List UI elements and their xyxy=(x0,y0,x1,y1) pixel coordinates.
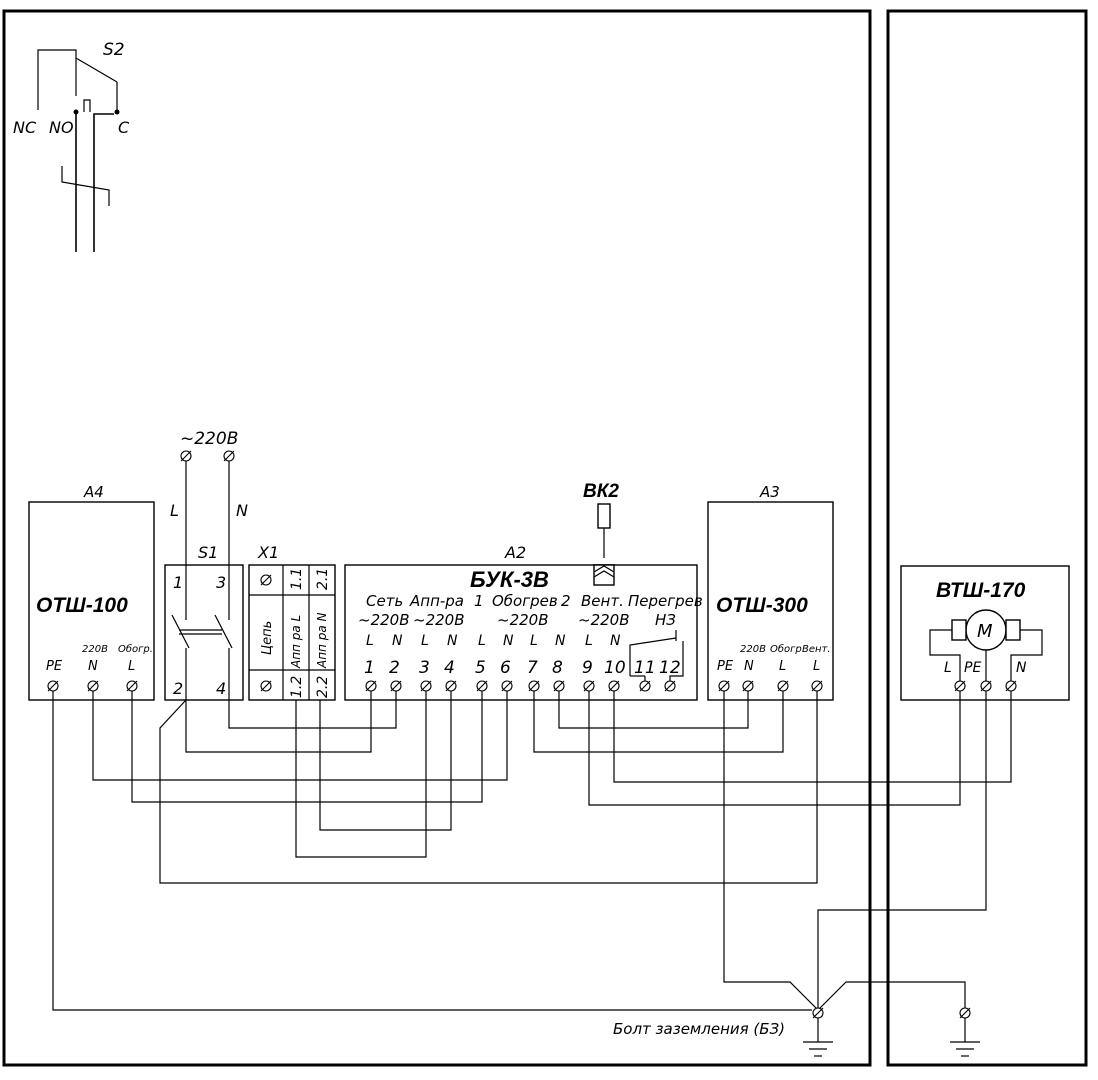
supply-l-label: L xyxy=(170,501,179,520)
a2-voltage-heat: ~220В xyxy=(497,611,549,629)
a2-ln-1: L xyxy=(366,633,374,649)
a2-term-4: 4 xyxy=(444,658,455,678)
s1-pin-2: 2 xyxy=(173,679,183,698)
a3-header-voltage: 220В xyxy=(740,644,766,655)
a2-ln-4: N xyxy=(447,633,458,649)
ground-label: Болт заземления (БЗ) xyxy=(613,1020,785,1038)
ground-bolt: Болт заземления (БЗ) xyxy=(613,1007,833,1057)
a2-term-2: 2 xyxy=(389,658,400,678)
s1-pin-3: 3 xyxy=(216,573,226,592)
a2-group-net: Сеть xyxy=(366,592,403,610)
a2-term-5: 5 xyxy=(475,658,486,678)
x1-cell-1-2: 1.2 xyxy=(289,676,305,698)
supply-n-label: N xyxy=(236,501,248,520)
x1-cell-2-2: 2.2 xyxy=(315,676,331,698)
fan-term-n: N xyxy=(1016,660,1027,676)
a4-header-heat: Обогр. xyxy=(118,643,153,655)
a2-ln-10: N xyxy=(610,633,621,649)
s1-ref: S1 xyxy=(198,543,218,562)
x1-cell-1-1: 1.1 xyxy=(289,568,305,590)
a4-header-voltage: 220В xyxy=(82,644,108,655)
supply-voltage: ~220В xyxy=(180,429,238,449)
x1-cell-2-1: 2.1 xyxy=(315,568,331,590)
fan-cabinet-frame xyxy=(886,9,1088,1067)
a2-term-6: 6 xyxy=(500,658,511,678)
a2-ln-5: L xyxy=(478,633,486,649)
a2-term-10: 10 xyxy=(604,658,626,678)
fan-term-l: L xyxy=(944,660,952,676)
a4-term-l: L xyxy=(128,659,135,674)
a4-name: ОТШ-100 xyxy=(36,594,128,617)
a3-header-heat: Обогр. xyxy=(770,643,805,655)
block-a4: А4 ОТШ-100 220В Обогр. PE N L xyxy=(28,483,155,701)
a3-term-pe: PE xyxy=(717,659,734,674)
a2-group-2: 2 xyxy=(561,592,571,610)
x1-cell-app-l: Апп ра L xyxy=(289,615,303,669)
a2-ln-8: N xyxy=(555,633,566,649)
a4-term-pe: PE xyxy=(46,659,63,674)
a3-term-n: N xyxy=(744,659,754,674)
a2-group-heat: Обогрев xyxy=(492,592,558,610)
x1-ref: X1 xyxy=(257,543,279,562)
s2-no-label: NO xyxy=(49,118,74,137)
block-fan: ВТШ-170 M L PE N xyxy=(900,565,1070,701)
a3-term-l-fan: L xyxy=(813,659,820,674)
a2-group-fan: Вент. xyxy=(581,592,624,610)
a2-voltage-fan: ~220В xyxy=(578,611,630,629)
a2-group-device: Апп-ра xyxy=(409,592,464,610)
wires xyxy=(52,691,1012,1011)
a2-term-11: 11 xyxy=(634,658,656,678)
block-a2: А2 БУК-3В Сеть Апп-ра 1 Обогрев 2 Вент. … xyxy=(344,543,703,701)
a2-term-1: 1 xyxy=(364,658,375,678)
s1-pin-4: 4 xyxy=(216,679,226,698)
a2-term-3: 3 xyxy=(419,658,430,678)
a2-ref: А2 xyxy=(504,543,526,562)
a2-ln-6: N xyxy=(503,633,514,649)
supply-terminal-l xyxy=(180,450,192,462)
a2-term-9: 9 xyxy=(582,658,593,678)
switch-s1: S1 1 3 2 4 xyxy=(164,543,244,701)
a4-term-n: N xyxy=(88,659,98,674)
fan-name: ВТШ-170 xyxy=(936,579,1026,602)
a3-term-l-heat: L xyxy=(779,659,786,674)
a2-ln-2: N xyxy=(392,633,403,649)
a2-name: БУК-3В xyxy=(470,567,549,592)
fan-ground xyxy=(950,1007,980,1057)
block-a3: А3 ОТШ-300 220В Обогр. Вент. PE N L L xyxy=(707,483,834,701)
supply-terminal-n xyxy=(223,450,235,462)
a3-header-fan: Вент. xyxy=(802,644,831,655)
s1-pin-1: 1 xyxy=(173,573,183,592)
a2-group-1: 1 xyxy=(474,592,484,610)
main-cabinet-frame xyxy=(2,9,872,1067)
a2-voltage-device: ~220В xyxy=(413,611,465,629)
switch-s2: S2 NC NO C xyxy=(13,40,130,252)
terminal-x1: X1 Цепь 1.1 Апп ра L 1.2 2.1 Апп ра N 2.… xyxy=(248,543,336,701)
s2-label: S2 xyxy=(103,40,125,60)
bk2-label: ВК2 xyxy=(583,481,619,502)
motor-label: M xyxy=(977,621,993,642)
a3-ref: А3 xyxy=(759,483,780,501)
a2-term-12: 12 xyxy=(659,658,681,678)
a2-ln-7: L xyxy=(530,633,538,649)
a2-nc-label: НЗ xyxy=(655,611,676,629)
a2-ln-9: L xyxy=(585,633,593,649)
a2-term-7: 7 xyxy=(527,658,538,678)
s2-c-label: C xyxy=(118,118,130,137)
a2-ln-3: L xyxy=(421,633,429,649)
s2-nc-label: NC xyxy=(13,118,37,137)
x1-col-label: Цепь xyxy=(260,621,275,655)
x1-cell-app-n: Апп ра N xyxy=(315,613,329,670)
a2-group-overheat: Перегрев xyxy=(628,592,703,610)
a3-name: ОТШ-300 xyxy=(716,594,808,617)
fan-term-pe: PE xyxy=(964,660,981,676)
a2-voltage-net: ~220В xyxy=(358,611,410,629)
a2-term-8: 8 xyxy=(552,658,563,678)
a4-ref: А4 xyxy=(83,483,104,501)
